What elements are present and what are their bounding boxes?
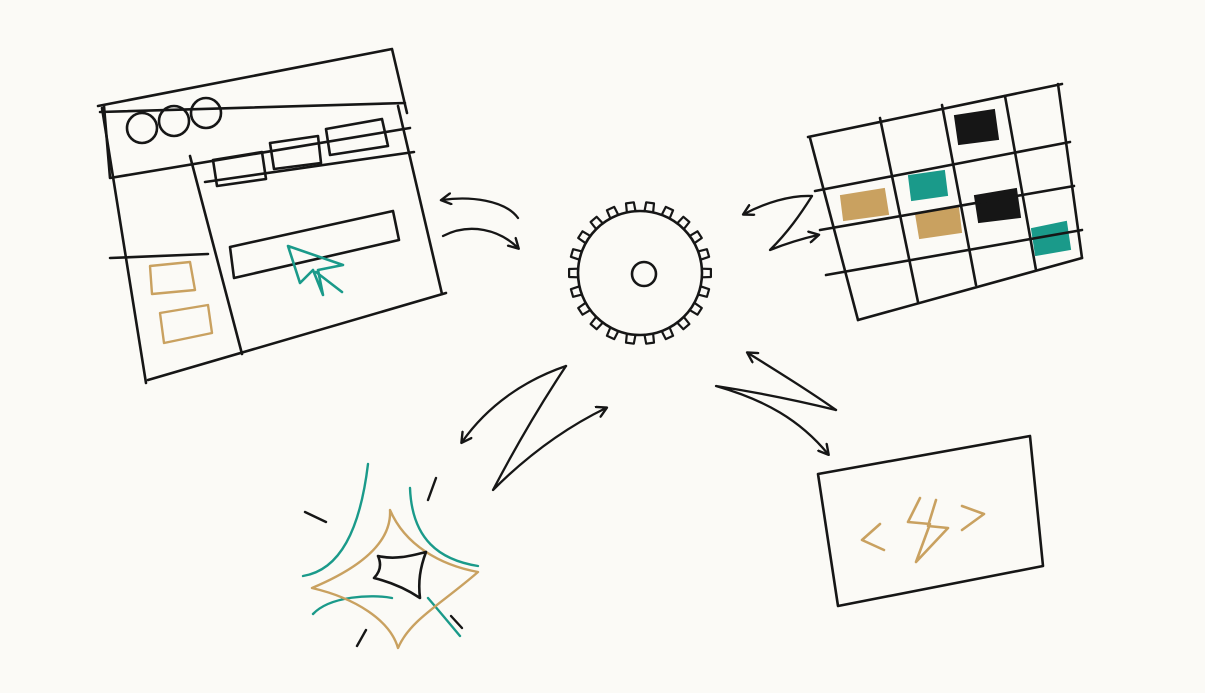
gear-tooth: [577, 301, 592, 316]
grid-filled-cells: [839, 108, 1072, 257]
gear-icon: [568, 201, 712, 345]
gear-tooth: [569, 285, 583, 298]
grid-lines: [806, 82, 1084, 322]
gear-tooth: [643, 201, 656, 214]
gear-tooth: [676, 215, 691, 231]
gear-tooth: [660, 326, 675, 341]
gear-tooth: [697, 285, 711, 298]
gear-tooth: [568, 267, 580, 279]
gear-tooth: [624, 201, 637, 214]
gear-tooth: [660, 205, 675, 220]
gear-tooth: [589, 315, 604, 331]
gear-tooth: [700, 267, 712, 279]
connector-hub-sparkle: [462, 364, 606, 492]
browser-side-tiles: [148, 260, 214, 345]
browser-window-icon: [96, 47, 448, 385]
gear-tooth: [676, 315, 691, 331]
gear-tooth: [589, 215, 604, 231]
gear-tooth: [688, 230, 703, 245]
connector-hub-grid: [744, 194, 818, 252]
gear-tooth: [697, 248, 711, 261]
code-lightning-icon: [816, 434, 1045, 608]
gear-tooth: [605, 326, 620, 341]
gear-tooth: [569, 248, 583, 261]
sparkle-icon: [301, 462, 480, 650]
gear-tooth: [688, 301, 703, 316]
gear-tooth: [643, 332, 656, 345]
gear-tooth: [605, 205, 620, 220]
grid-calendar-icon: [806, 82, 1084, 322]
connector-hub-code: [714, 353, 838, 454]
connector-browser-hub: [442, 199, 518, 248]
cursor-icon: [286, 244, 345, 297]
gear-tooth: [577, 230, 592, 245]
gear-tooth: [624, 332, 637, 345]
